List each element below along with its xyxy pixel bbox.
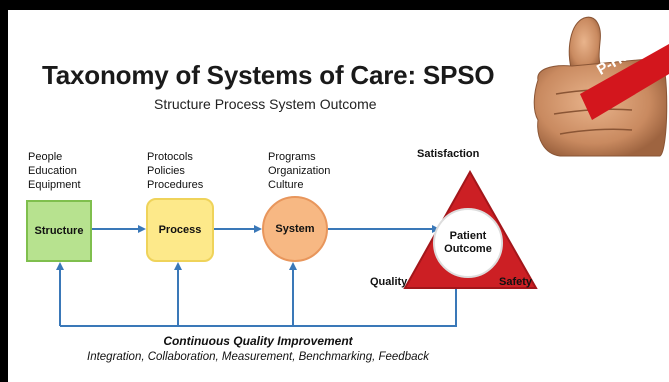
label-line: Procedures <box>147 179 204 191</box>
label-line: People <box>28 151 63 163</box>
thumbs-up-icon <box>533 16 669 157</box>
satisfaction-label: Satisfaction <box>417 148 480 160</box>
quality-label: Quality <box>370 276 408 288</box>
connector-arrows <box>56 225 457 327</box>
structure-node: Structure <box>26 200 92 262</box>
label-line: Equipment <box>28 179 81 191</box>
label-line: Culture <box>268 179 304 191</box>
patient-outcome-circle: Patient Outcome <box>433 208 503 278</box>
slide: Taxonomy of Systems of Care: SPSO Struct… <box>8 10 669 382</box>
patient-outcome-line2: Outcome <box>444 243 492 255</box>
label-line: Policies <box>147 165 185 177</box>
label-line: Education <box>28 165 77 177</box>
process-node: Process <box>146 198 214 262</box>
system-labels: Programs Organization Culture <box>268 150 330 192</box>
cqi-title: Continuous Quality Improvement <box>163 334 353 348</box>
feedback-loop <box>60 282 457 327</box>
safety-label: Safety <box>499 276 533 288</box>
label-line: Organization <box>268 165 331 177</box>
page-title: Taxonomy of Systems of Care: SPSO <box>42 60 495 90</box>
process-labels: Protocols Policies Procedures <box>147 150 203 192</box>
label-line: Protocols <box>147 151 193 163</box>
patient-outcome-line1: Patient <box>449 230 487 242</box>
page-subtitle: Structure Process System Outcome <box>154 96 377 112</box>
cqi-subtitle: Integration, Collaboration, Measurement,… <box>87 351 429 363</box>
system-node: System <box>262 196 328 262</box>
label-line: Programs <box>268 151 316 163</box>
structure-labels: People Education Equipment <box>28 150 81 192</box>
